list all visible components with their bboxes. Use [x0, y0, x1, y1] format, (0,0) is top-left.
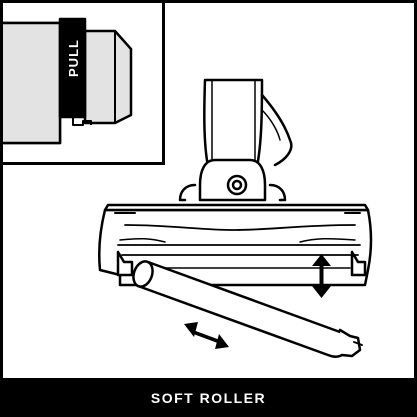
caption-bar: SOFT ROLLER	[0, 378, 417, 417]
left-right-arrow-icon	[184, 322, 229, 349]
soft-roller	[132, 260, 363, 358]
caption-text: SOFT ROLLER	[150, 389, 267, 406]
up-down-arrow-icon	[312, 254, 331, 298]
pull-tab-diagram	[3, 17, 133, 145]
vacuum-head-illustration	[97, 78, 373, 358]
neck-joint	[178, 158, 287, 202]
inset-detail: PULL	[0, 0, 165, 165]
floor-head	[97, 203, 373, 287]
pull-tab-label: PULL	[66, 39, 81, 77]
